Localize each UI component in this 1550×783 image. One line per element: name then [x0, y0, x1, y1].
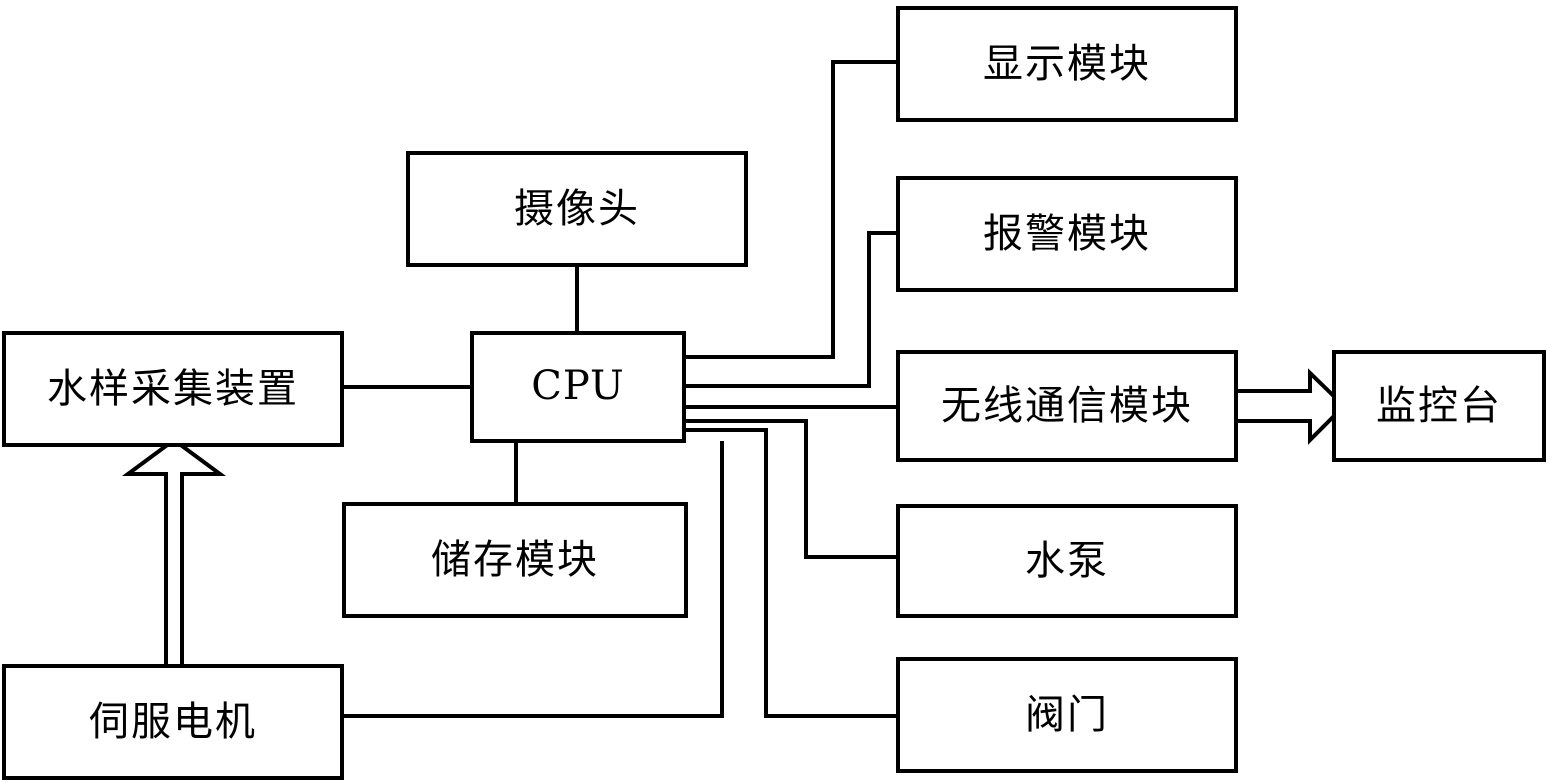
- node-valve-rect[interactable]: [896, 657, 1238, 773]
- node-alarm-module-rect[interactable]: [896, 176, 1238, 292]
- node-water-pump-label: 水泵: [1025, 538, 1109, 584]
- node-display-module-label: 显示模块: [983, 41, 1151, 87]
- node-storage-module-rect[interactable]: [342, 502, 688, 618]
- block-arrow-wireless-to-console: [1234, 368, 1347, 445]
- connector-cpu-to-pump: [684, 419, 898, 559]
- node-cpu-label: CPU: [531, 363, 625, 409]
- connector-cpu-to-servo: [342, 441, 724, 718]
- block-arrows-group: [121, 368, 1347, 668]
- node-water-pump-rect[interactable]: [896, 504, 1238, 618]
- node-cpu-rect[interactable]: [470, 331, 686, 443]
- connection-lines-group: [342, 60, 898, 718]
- node-water-pump[interactable]: 水泵: [896, 504, 1238, 618]
- node-display-module[interactable]: 显示模块: [896, 6, 1238, 122]
- node-water-sample-collector-rect[interactable]: [2, 331, 344, 447]
- node-camera-label: 摄像头: [514, 186, 640, 232]
- node-storage-module[interactable]: 储存模块: [342, 502, 688, 618]
- node-display-module-rect[interactable]: [896, 6, 1238, 122]
- node-monitoring-console-label: 监控台: [1376, 383, 1502, 429]
- node-wireless-communication-module-rect[interactable]: [896, 350, 1238, 462]
- node-wireless-communication-module[interactable]: 无线通信模块: [896, 350, 1238, 462]
- node-wireless-communication-module-label: 无线通信模块: [941, 383, 1193, 429]
- node-water-sample-collector-label: 水样采集装置: [47, 366, 299, 412]
- connector-cpu-to-valve: [684, 428, 898, 718]
- connector-cpu-to-alarm: [684, 231, 898, 388]
- node-valve[interactable]: 阀门: [896, 657, 1238, 773]
- node-monitoring-console[interactable]: 监控台: [1332, 350, 1546, 462]
- connector-cpu-to-display: [684, 60, 898, 359]
- diagram-nodes-group: 显示模块 报警模块 摄像头 水样采集装置 CPU 无线通信模块: [2, 6, 1546, 780]
- node-alarm-module[interactable]: 报警模块: [896, 176, 1238, 292]
- node-servo-motor-label: 伺服电机: [89, 699, 257, 745]
- node-servo-motor[interactable]: 伺服电机: [2, 664, 344, 780]
- node-alarm-module-label: 报警模块: [983, 211, 1151, 257]
- node-servo-motor-rect[interactable]: [2, 664, 344, 780]
- node-cpu[interactable]: CPU: [470, 331, 686, 443]
- node-camera-rect[interactable]: [406, 151, 748, 267]
- block-arrow-servo-to-sampler: [121, 437, 227, 668]
- node-storage-module-label: 储存模块: [431, 537, 599, 583]
- node-valve-label: 阀门: [1025, 692, 1109, 738]
- node-water-sample-collector[interactable]: 水样采集装置: [2, 331, 344, 447]
- node-monitoring-console-rect[interactable]: [1332, 350, 1546, 462]
- node-camera[interactable]: 摄像头: [406, 151, 748, 267]
